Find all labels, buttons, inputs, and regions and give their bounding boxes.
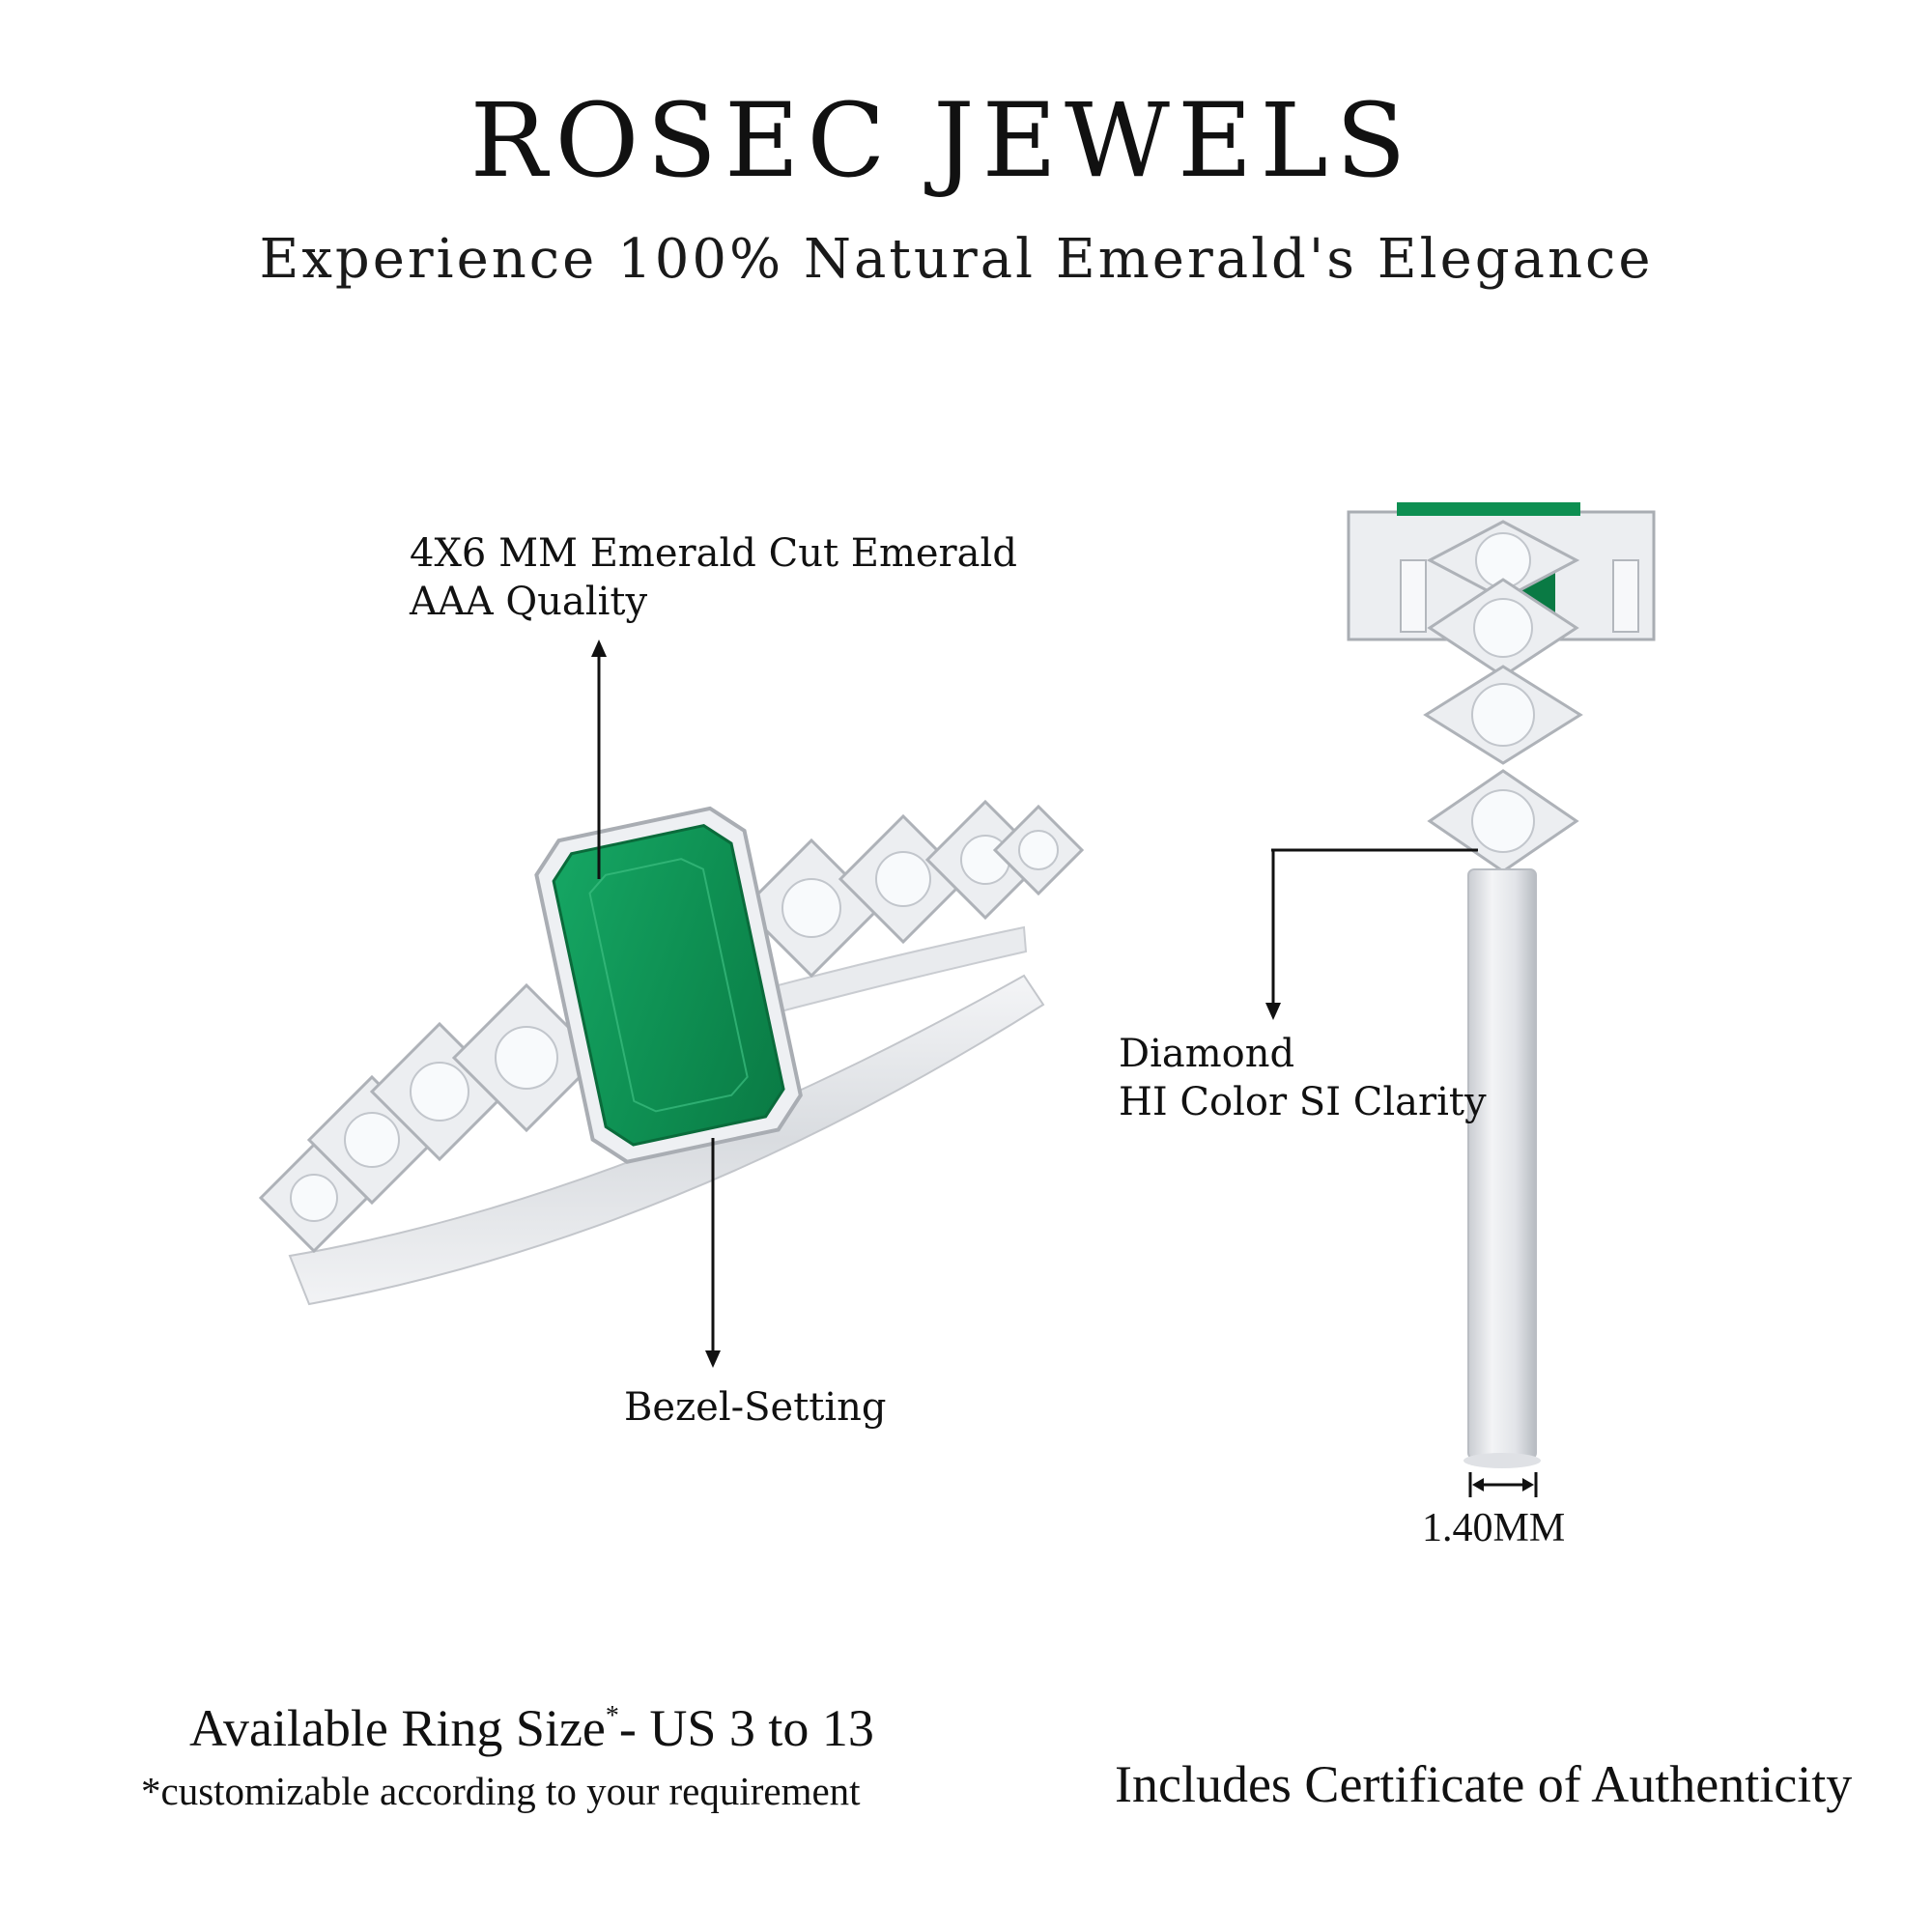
center-stone-label: 4X6 MM Emerald Cut Emerald AAA Quality (410, 529, 1017, 626)
right-diamond-row (741, 799, 1085, 979)
band-width-dimension (1468, 1472, 1538, 1497)
band-width-label: 1.40MM (1422, 1506, 1566, 1550)
brand-tagline: Experience 100% Natural Emerald's Elegan… (259, 228, 1654, 291)
ring-size-info: Available Ring Size*- US 3 to 13 (189, 1698, 874, 1758)
ring-size-range: - US 3 to 13 (618, 1699, 874, 1757)
ring-band (288, 974, 1045, 1306)
ring-size-asterisk: * (605, 1701, 619, 1731)
customization-note: *customizable according to your requirem… (141, 1769, 861, 1813)
side-stones-label: Diamond HI Color SI Clarity (1119, 1030, 1487, 1126)
center-stone-label-line2: AAA Quality (410, 580, 648, 624)
side-stones-label-line1: Diamond (1119, 1032, 1295, 1076)
left-diamond-row (258, 982, 602, 1254)
center-emerald (534, 806, 803, 1164)
side-stones-label-line2: HI Color SI Clarity (1119, 1080, 1487, 1124)
center-stone-label-line1: 4X6 MM Emerald Cut Emerald (410, 531, 1017, 576)
brand-title: ROSEC JEWELS (469, 81, 1414, 200)
setting-label: Bezel-Setting (624, 1385, 887, 1430)
certificate-note: Includes Certificate of Authenticity (1115, 1755, 1853, 1813)
ring-size-prefix: Available Ring Size (189, 1699, 606, 1757)
side-view-diamond-stack (1423, 520, 1583, 873)
